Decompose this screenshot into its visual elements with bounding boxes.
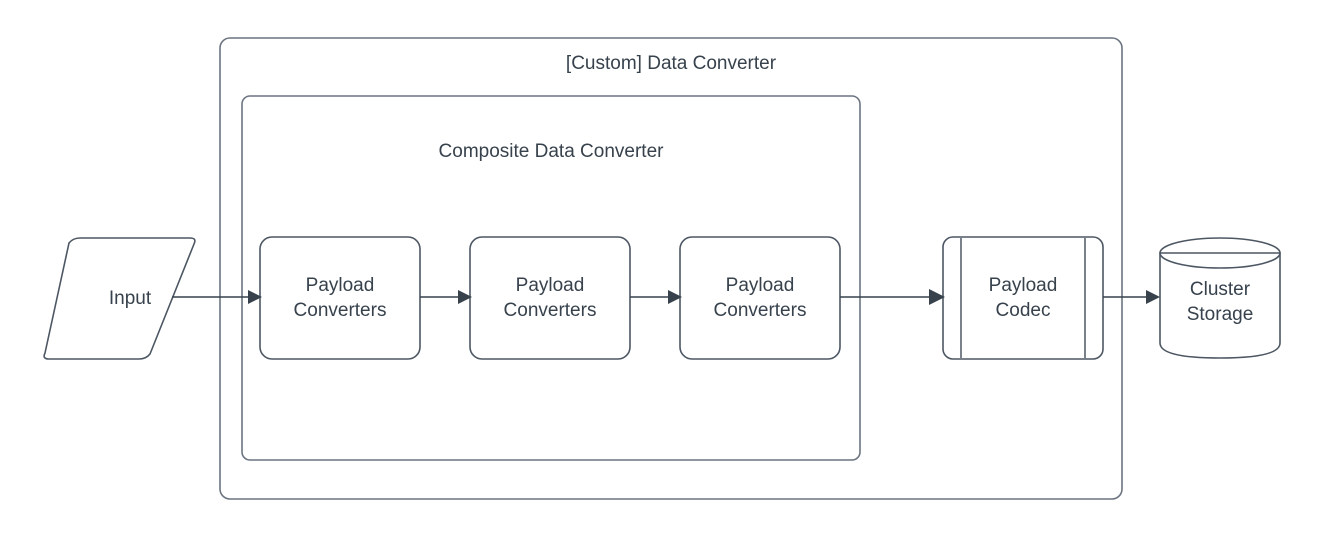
edge-payload-codec-to-cluster-storage xyxy=(1103,290,1160,304)
node-payload-converters-1-label: Payload Converters xyxy=(293,275,387,321)
node-cluster-storage-top-ellipse xyxy=(1159,237,1281,269)
container-custom-data-converter[interactable] xyxy=(219,37,1123,500)
edge-input-to-payload-converters-1 xyxy=(172,290,262,304)
node-payload-converters-2-label: Payload Converters xyxy=(503,275,597,321)
edge-payload-converters-2-to-3 xyxy=(630,290,682,304)
node-cluster-storage-label: Cluster Storage xyxy=(1186,279,1254,325)
edge-payload-converters-3-to-payload-codec xyxy=(840,289,945,305)
node-payload-codec-label: Payload Codec xyxy=(988,275,1058,321)
node-payload-converters-3-label: Payload Converters xyxy=(713,275,807,321)
container-composite-data-converter-label: Composite Data Converter xyxy=(438,141,664,162)
container-custom-data-converter-label: [Custom] Data Converter xyxy=(565,53,777,74)
container-composite-data-converter[interactable] xyxy=(241,95,861,461)
node-input-shape[interactable] xyxy=(43,237,196,360)
node-input-label: Input xyxy=(108,288,152,309)
edge-payload-converters-1-to-2 xyxy=(420,290,472,304)
node-cluster-storage-body[interactable] xyxy=(1159,252,1281,359)
